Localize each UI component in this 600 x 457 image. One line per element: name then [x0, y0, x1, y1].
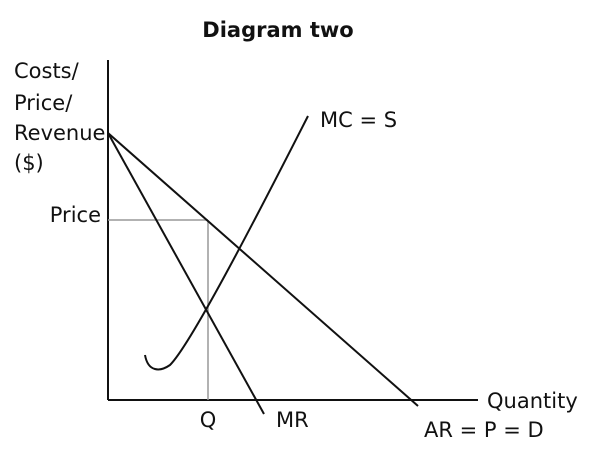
y-axis-label-line-2: Price/	[14, 91, 73, 115]
marginal-revenue-curve	[107, 132, 265, 415]
y-axis-label-line-1: Costs/	[14, 59, 80, 83]
mc-curve-label: MC = S	[320, 108, 397, 132]
x-axis-label: Quantity	[487, 389, 578, 413]
mr-curve-label: MR	[276, 408, 309, 432]
diagram-title: Diagram two	[202, 18, 353, 42]
marginal-cost-curve	[144, 115, 309, 371]
y-axis-label-line-4: ($)	[14, 151, 44, 175]
price-label: Price	[50, 203, 101, 227]
ar-curve-label: AR = P = D	[424, 418, 544, 442]
y-axis-label-line-3: Revenue	[14, 121, 105, 145]
demand-curve-ar	[107, 132, 419, 407]
quantity-q-label: Q	[200, 408, 217, 432]
